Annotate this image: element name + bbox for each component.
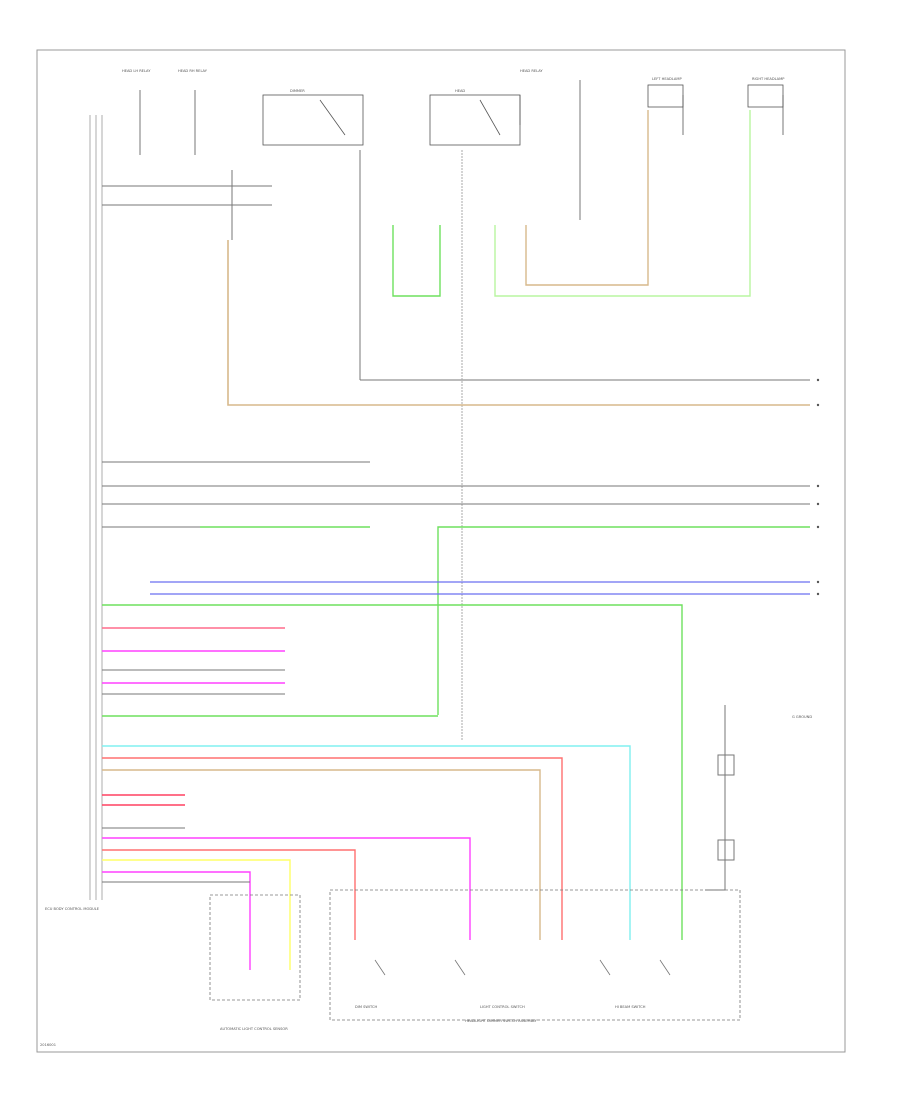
label-ground: G GROUND — [792, 715, 812, 719]
right-connector-markers — [816, 378, 820, 596]
label-ecu: ECU BODY CONTROL MODULE — [45, 907, 100, 911]
label-fusebox-top: HEAD RELAY — [520, 69, 543, 73]
label-dim-switch: DIM SWITCH — [355, 1005, 377, 1009]
left-headlamp — [647, 84, 684, 135]
label-fuse2: HEAD RH RELAY — [178, 69, 208, 73]
label-hi-beam-switch: HI BEAM SWITCH — [615, 1005, 646, 1009]
label-left-headlamp: LEFT HEADLAMP — [652, 77, 682, 81]
label-right-headlamp: RIGHT HEADLAMP — [752, 77, 785, 81]
label-relay-head: HEAD — [455, 89, 465, 93]
right-side-relay — [705, 705, 735, 891]
diagram-border — [36, 49, 846, 1053]
label-light-control-switch: LIGHT CONTROL SWITCH — [480, 1005, 525, 1009]
fuse-head-lh — [139, 90, 196, 155]
relay-head — [429, 94, 521, 146]
relay-dimmer — [262, 94, 364, 146]
ecu-body-control-module — [89, 115, 103, 900]
middle-wiring — [102, 461, 810, 940]
right-headlamp — [747, 84, 784, 135]
label-footer-code: 2016001 — [40, 1043, 56, 1047]
label-relay-dimmer: DIMMER — [290, 89, 305, 93]
label-fuse1: HEAD LH RELAY — [122, 69, 151, 73]
label-dimmer-switch-assembly: HEADLIGHT DIMMER SWITCH ASSEMBLY — [465, 1019, 538, 1023]
automatic-light-control-sensor — [209, 894, 301, 1001]
headlight-dimmer-switch-assembly — [329, 889, 741, 1021]
lower-wiring — [102, 627, 631, 970]
label-auto-light-sensor: AUTOMATIC LIGHT CONTROL SENSOR — [220, 1027, 288, 1031]
top-wiring — [102, 80, 810, 740]
